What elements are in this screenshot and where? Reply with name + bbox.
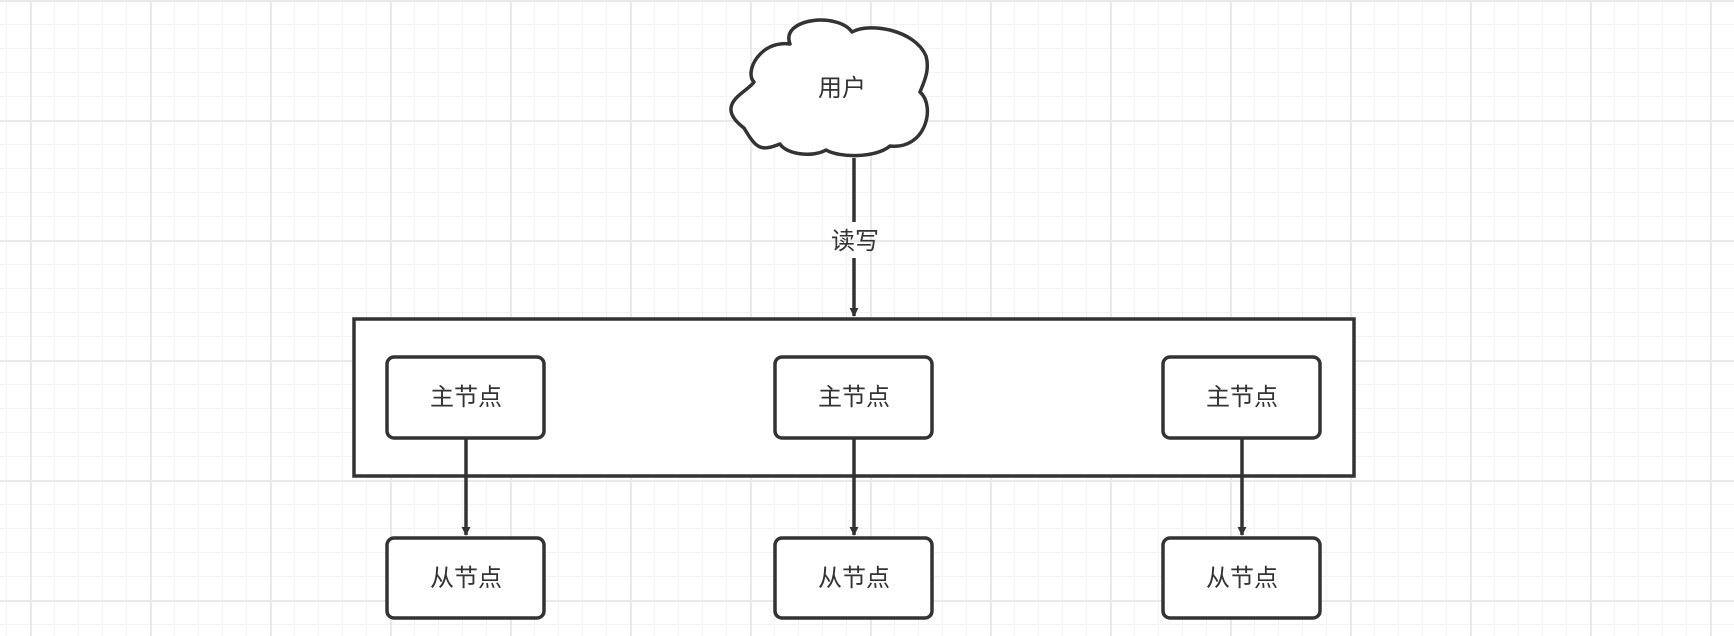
edge-user-to-cluster: 读写 xyxy=(831,158,879,317)
slave-node[interactable]: 从节点 xyxy=(1161,536,1322,620)
slave-node-label: 从节点 xyxy=(818,564,890,592)
user-node[interactable]: 用户 xyxy=(729,18,930,158)
master-node[interactable]: 主节点 xyxy=(1161,355,1322,440)
slave-node-box xyxy=(1161,536,1322,620)
slave-node-label: 从节点 xyxy=(430,564,502,592)
user-label: 用户 xyxy=(818,74,866,102)
master-node[interactable]: 主节点 xyxy=(773,355,934,440)
cloud-icon xyxy=(729,18,930,158)
master-node-label: 主节点 xyxy=(1206,383,1278,411)
slave-node-box xyxy=(773,536,934,620)
slave-node[interactable]: 从节点 xyxy=(385,536,546,620)
slave-node[interactable]: 从节点 xyxy=(773,536,934,620)
master-node-label: 主节点 xyxy=(818,383,890,411)
master-node[interactable]: 主节点 xyxy=(385,355,546,440)
slave-node-label: 从节点 xyxy=(1206,564,1278,592)
slave-node-box xyxy=(385,536,546,620)
edge-label-read-write: 读写 xyxy=(831,227,879,255)
master-node-label: 主节点 xyxy=(430,383,502,411)
